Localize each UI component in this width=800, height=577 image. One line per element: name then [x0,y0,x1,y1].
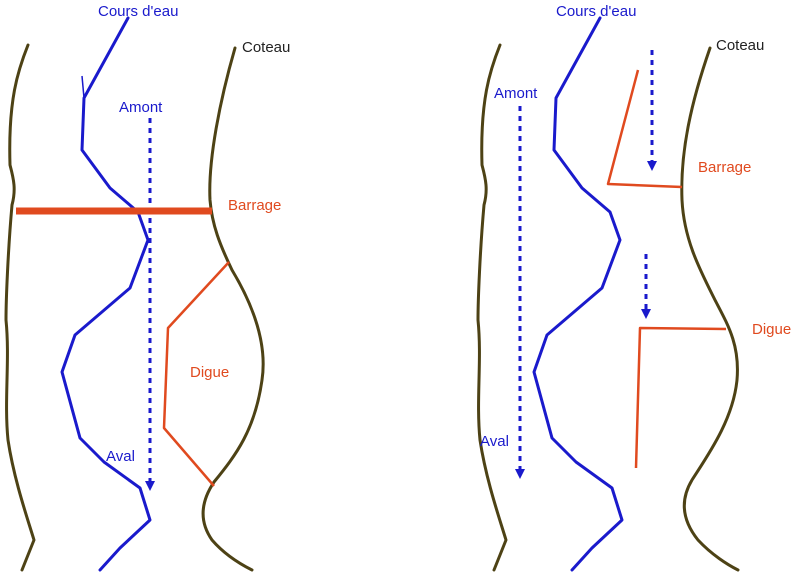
right-panel-coteau-label: Coteau [716,37,764,54]
left-panel-barrage-label: Barrage [228,197,281,214]
left-panel-aval-label: Aval [106,448,135,465]
right-panel: Cours d'eau Coteau Amont Barrage Digue A… [476,3,791,572]
left-panel: Cours d'eau Coteau Amont Barrage Digue A… [4,3,290,572]
left-panel-digue-label: Digue [190,364,229,381]
left-panel-coteau-label: Coteau [242,39,290,56]
right-panel-river [532,16,624,572]
right-panel-amont-label: Amont [494,85,538,102]
right-panel-digue-label: Digue [752,321,791,338]
right-panel-outer-bank [476,43,508,572]
right-panel-river-label: Cours d'eau [556,3,636,20]
left-panel-amont-label: Amont [119,99,163,116]
left-panel-river [60,16,152,572]
left-panel-coteau-bank [201,46,265,572]
right-panel-coteau-bank [680,46,740,572]
right-panel-barrage-label: Barrage [698,159,751,176]
left-panel-outer-bank [4,43,36,572]
left-panel-river-label: Cours d'eau [98,3,178,20]
right-panel-dam [606,69,683,189]
left-panel-dike [162,261,230,487]
right-panel-aval-label: Aval [480,433,509,450]
left-panel-river-tick [81,75,85,99]
right-panel-dike [634,326,727,469]
